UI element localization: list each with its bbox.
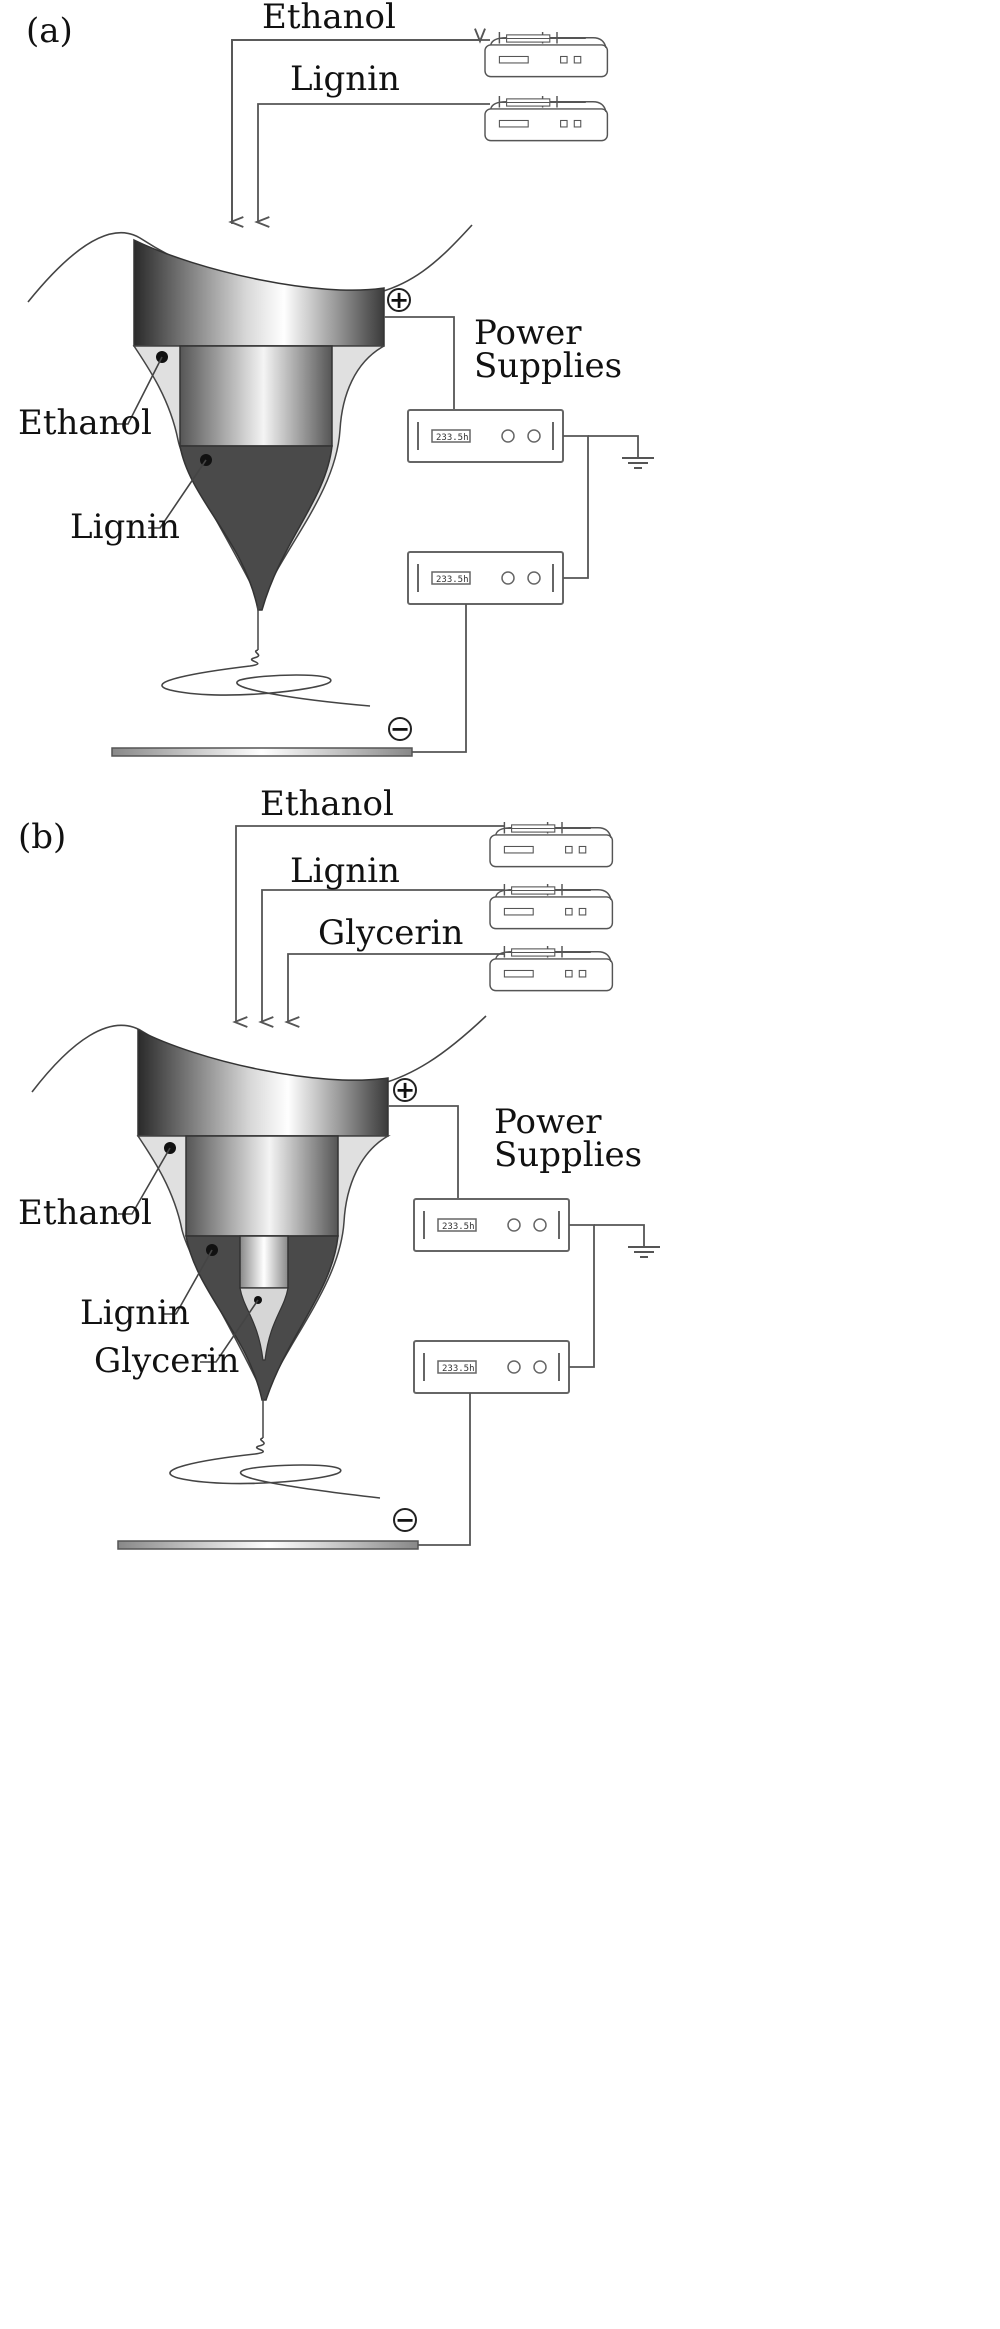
psu2-display-b: 233.5h: [442, 1364, 475, 1374]
positive-sign: +: [389, 286, 409, 314]
psu1-display: 233.5h: [436, 433, 469, 443]
panel-a: (a) Ethanol Lignin Ethanol Lignin Power: [18, 0, 654, 757]
series-wire-b: [569, 1224, 595, 1368]
ground-icon-b: [628, 1246, 660, 1258]
power-supplies-label-line2: Supplies: [474, 346, 622, 386]
power-supply-2-b: [413, 1340, 570, 1394]
callout-lignin: Lignin: [70, 507, 180, 547]
inner-needle-b: [239, 1235, 289, 1289]
ground-wire: [588, 435, 639, 458]
ethanol-feed-arrow: [228, 39, 490, 228]
collector-plate-b: [117, 1540, 419, 1550]
negative-wire-b: [418, 1393, 471, 1546]
syringe-pump-lignin: [484, 95, 609, 142]
callout-glycerin-b: Glycerin: [94, 1341, 239, 1381]
middle-needle-b: [185, 1135, 339, 1237]
positive-terminal: [387, 288, 411, 312]
positive-wire-b: [388, 1105, 459, 1199]
fiber-whip-b: [169, 1437, 381, 1499]
syringe-pump-lignin-b: [489, 883, 614, 930]
power-supplies-label-line1-b: Power: [494, 1102, 602, 1142]
syringe-pump-glycerin-b: [489, 945, 614, 992]
feed-label-lignin-b: Lignin: [290, 851, 400, 891]
psu1-display-b: 233.5h: [442, 1222, 475, 1232]
callout-ethanol-b: Ethanol: [18, 1193, 152, 1233]
ground-icon: [622, 457, 654, 469]
positive-terminal-b: [393, 1078, 417, 1102]
ground-wire-b: [594, 1224, 645, 1247]
feed-label-lignin: Lignin: [290, 59, 400, 99]
inner-needle: [179, 345, 333, 447]
glycerin-feed-arrow-b: [284, 953, 505, 1028]
callout-ethanol: Ethanol: [18, 403, 152, 443]
outer-nozzle-b: [137, 1028, 389, 1137]
series-wire: [563, 435, 589, 579]
ethanol-leader: [114, 356, 163, 425]
power-supply-2: [407, 551, 564, 605]
syringe-pump-ethanol: [484, 31, 609, 78]
positive-wire: [384, 316, 455, 410]
lignin-taylor-cone: [179, 445, 333, 611]
lignin-leader: [148, 459, 207, 529]
power-supplies-label-line2-b: Supplies: [494, 1135, 642, 1175]
panel-a-tag: (a): [26, 11, 73, 51]
feed-label-ethanol: Ethanol: [262, 0, 396, 37]
lignin-feed-arrow-b: [258, 889, 505, 1028]
psu2-display: 233.5h: [436, 575, 469, 585]
callout-lignin-b: Lignin: [80, 1293, 190, 1333]
power-supply-1: [407, 409, 564, 463]
glycerin-leader-b: [200, 1299, 259, 1363]
syringe-pump-ethanol-b: [489, 821, 614, 868]
ethanol-feed-arrow-b: [232, 825, 505, 1028]
negative-terminal: [388, 717, 412, 741]
negative-sign: −: [390, 715, 410, 743]
outer-nozzle: [133, 238, 385, 347]
lignin-feed-arrow: [254, 103, 490, 228]
fiber-whip: [161, 649, 371, 707]
negative-wire: [412, 604, 467, 753]
power-supplies-label-line1: Power: [474, 313, 582, 353]
negative-terminal-b: [393, 1508, 417, 1532]
collector-plate: [111, 747, 413, 757]
power-supply-1-b: [413, 1198, 570, 1252]
negative-sign-b: −: [395, 1506, 415, 1534]
glycerin-core: [239, 1287, 289, 1361]
ethanol-leader-b: [118, 1147, 171, 1215]
feed-label-ethanol-b: Ethanol: [260, 784, 394, 824]
panel-b-tag: (b): [18, 817, 66, 857]
positive-sign-b: +: [395, 1076, 415, 1104]
lignin-leader-b: [162, 1249, 213, 1315]
panel-b: (b) Ethanol Lignin Glycerin: [18, 784, 660, 1550]
feed-label-glycerin-b: Glycerin: [318, 913, 463, 953]
